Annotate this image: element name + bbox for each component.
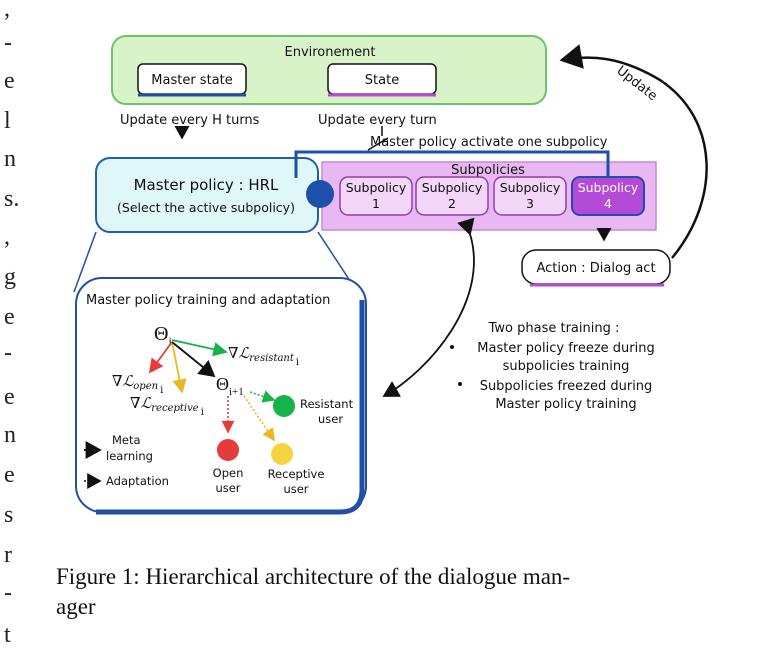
margin-glyph: g — [4, 264, 16, 290]
subpolicy-4-label: Subpolicy — [578, 180, 639, 195]
bullet-dot — [450, 345, 454, 349]
legend-meta-label-2: learning — [106, 449, 153, 463]
update-master-label: Update every H turns — [120, 113, 260, 128]
margin-glyphs: , - e l n s. , g e - e n e s r - t — [4, 0, 19, 648]
margin-glyph: e — [4, 462, 15, 488]
update-feedback-arrow — [559, 44, 708, 259]
activation-knob — [306, 180, 334, 208]
training-box-title: Master policy training and adaptation — [86, 293, 330, 308]
environment-title: Environement — [284, 45, 375, 60]
adapt-receptive-arrow — [243, 395, 275, 442]
master-policy-subtitle: (Select the active subpolicy) — [117, 200, 295, 215]
legend-meta-label: Meta — [112, 433, 141, 447]
receptive-user-label-2: user — [283, 482, 308, 496]
margin-glyph: t — [4, 622, 11, 648]
receptive-user-dot — [271, 443, 293, 465]
subpolicy-3-number: 3 — [526, 196, 534, 211]
subpolicy-1-label: Subpolicy — [346, 180, 407, 195]
margin-glyph: - — [4, 340, 12, 366]
training-box-shadow — [96, 300, 365, 515]
master-policy-box — [95, 157, 319, 233]
state-label: State — [365, 73, 399, 88]
subpolicy-4-number: 4 — [604, 196, 612, 211]
subpolicy-3-label: Subpolicy — [500, 180, 561, 195]
meta-learning-arrow — [171, 341, 216, 378]
two-phase-bullet-1: Master policy freeze during — [477, 341, 654, 356]
subpolicy-3 — [493, 176, 567, 216]
margin-glyph: s. — [4, 186, 19, 212]
margin-glyph: e — [4, 304, 15, 330]
bullet-dot — [458, 382, 462, 386]
open-user-label-2: user — [215, 481, 240, 495]
margin-glyph: - — [4, 30, 12, 56]
margin-glyph: , — [4, 0, 10, 22]
update-arrow-label: Update — [614, 63, 660, 104]
two-phase-link-arrow — [382, 217, 475, 397]
action-label: Action : Dialog act — [536, 261, 655, 276]
subpolicy-2-number: 2 — [448, 196, 456, 211]
update-state-label: Update every turn — [318, 113, 437, 128]
subpolicy-1-number: 1 — [372, 196, 380, 211]
receptive-gradient-arrow — [171, 341, 187, 394]
resistant-gradient-arrow — [171, 339, 228, 357]
zoom-line-left — [73, 231, 97, 293]
subpolicy-2 — [415, 176, 489, 216]
master-policy-title: Master policy : HRL — [134, 176, 279, 194]
figure-caption-cont: ager — [56, 594, 96, 619]
activation-label: Master policy activate one subpolicy — [370, 135, 608, 150]
margin-glyph: n — [4, 422, 16, 448]
two-phase-bullet-2-cont: Master policy training — [495, 397, 636, 412]
resistant-user-label-2: user — [318, 412, 343, 426]
open-user-label: Open — [213, 466, 244, 480]
margin-glyph: , — [4, 224, 10, 250]
subpolicies-title: Subpolicies — [451, 163, 525, 178]
theta-next: Θi+1 — [216, 374, 244, 398]
open-user-dot — [217, 439, 239, 461]
activation-bracket — [294, 150, 610, 178]
resistant-user-label: Resistant — [300, 397, 354, 411]
subpolicy-2-label: Subpolicy — [422, 180, 483, 195]
margin-glyph: e — [4, 68, 15, 94]
resistant-user-dot — [273, 395, 295, 417]
theta-i: Θi — [154, 323, 172, 348]
receptive-user-label: Receptive — [268, 467, 325, 481]
margin-glyph: - — [4, 580, 12, 606]
two-phase-title: Two phase training : — [488, 321, 620, 336]
margin-glyph: s — [4, 502, 13, 528]
figure-caption: Figure 1: Hierarchical architecture of t… — [56, 564, 570, 589]
open-gradient-arrow — [148, 341, 173, 374]
legend-adaptation-label: Adaptation — [106, 474, 169, 488]
margin-glyph: l — [4, 108, 11, 134]
margin-glyph: e — [4, 384, 15, 410]
activation-pointer — [367, 137, 389, 151]
subpolicy-4-active — [571, 176, 645, 216]
adapt-resistant-arrow — [249, 390, 276, 403]
subpolicy-list: Subpolicy 1 Subpolicy 2 Subpolicy 3 Subp… — [339, 176, 645, 216]
master-state-label: Master state — [151, 73, 232, 88]
two-phase-bullet-1-cont: subpolicies training — [503, 359, 630, 374]
margin-glyph: n — [4, 146, 16, 172]
two-phase-bullet-2: Subpolicies freezed during — [480, 379, 653, 394]
subpolicy-1 — [339, 176, 413, 216]
margin-glyph: r — [4, 542, 12, 568]
